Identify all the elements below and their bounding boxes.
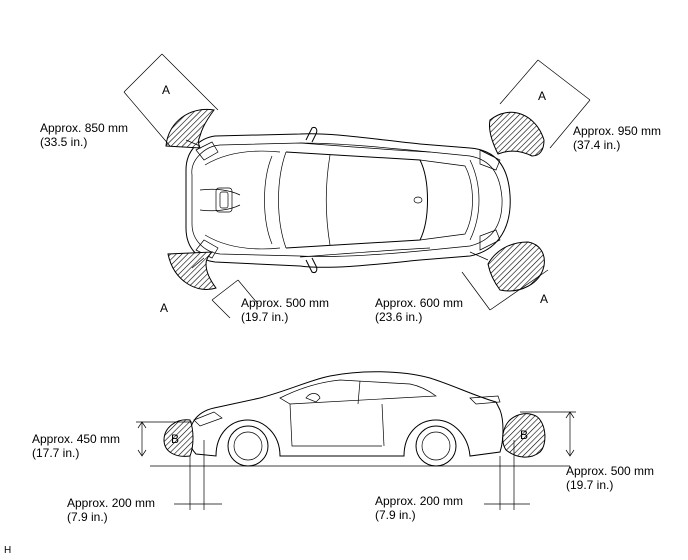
zone-front-side [136, 419, 222, 510]
front-offset-distance: Approx. 200 mm (7.9 in.) [67, 496, 155, 524]
front-offset-mm: Approx. 200 mm [67, 496, 156, 510]
rear-right-distance-in: (23.6 in.) [375, 310, 423, 324]
front-left-distance-mm: Approx. 850 mm [40, 121, 129, 135]
zone-label-rear-side: B [520, 428, 529, 442]
front-height-in: (17.7 in.) [32, 446, 80, 460]
front-height-mm: Approx. 450 mm [32, 432, 121, 446]
rear-height-distance: Approx. 500 mm (19.7 in.) [566, 464, 654, 492]
zone-front-right [479, 59, 591, 157]
car-top-outline [185, 127, 511, 273]
rear-offset-in: (7.9 in.) [375, 508, 416, 522]
zone-label-rear-right: A [540, 292, 549, 306]
zone-rear-left [167, 251, 259, 319]
rear-right-distance-mm: Approx. 600 mm [375, 296, 464, 310]
front-left-distance: Approx. 850 mm (33.5 in.) [40, 121, 128, 149]
rear-right-distance: Approx. 600 mm (23.6 in.) [375, 296, 463, 324]
zone-rear-side [484, 411, 576, 510]
zone-label-front-right: A [538, 89, 547, 103]
front-right-distance: Approx. 950 mm (37.4 in.) [573, 124, 661, 152]
front-left-distance-in: (33.5 in.) [40, 135, 88, 149]
rear-left-distance-in: (19.7 in.) [241, 310, 289, 324]
rear-left-distance: Approx. 500 mm (19.7 in.) [241, 296, 329, 324]
rear-offset-mm: Approx. 200 mm [375, 494, 464, 508]
figure-code: H [4, 545, 12, 556]
rear-height-mm: Approx. 500 mm [566, 464, 655, 478]
zone-label-front-left: A [162, 83, 171, 97]
zone-rear-right [461, 241, 549, 311]
car-side-outline [189, 371, 504, 467]
zone-front-left [123, 53, 219, 149]
side-view [136, 371, 576, 510]
zone-label-front-side: B [171, 432, 180, 446]
rear-height-in: (19.7 in.) [566, 478, 614, 492]
front-right-distance-mm: Approx. 950 mm [573, 124, 662, 138]
zone-label-rear-left: A [160, 301, 169, 315]
front-height-distance: Approx. 450 mm (17.7 in.) [32, 432, 120, 460]
top-view [123, 53, 591, 319]
rear-offset-distance: Approx. 200 mm (7.9 in.) [375, 494, 463, 522]
front-right-distance-in: (37.4 in.) [573, 138, 621, 152]
front-offset-in: (7.9 in.) [67, 510, 108, 524]
rear-left-distance-mm: Approx. 500 mm [241, 296, 330, 310]
